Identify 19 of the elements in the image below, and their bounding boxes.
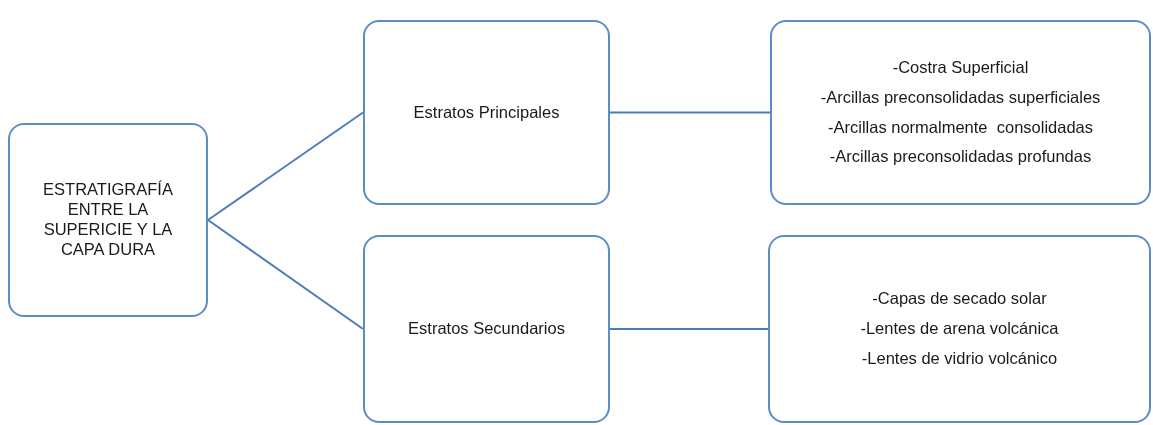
rounded-box	[8, 123, 208, 317]
connector-line	[609, 111, 771, 114]
box-text: ESTRATIGRAFÍA ENTRE LA SUPERICIE Y LA CAPA DURA	[42, 180, 174, 260]
box-text: -Arcillas preconsolidadas profundas	[829, 147, 1092, 168]
rounded-box	[363, 235, 610, 423]
rounded-box	[770, 20, 1151, 205]
connector-line	[609, 328, 769, 330]
connector-line	[207, 219, 364, 330]
box-text: -Arcillas preconsolidadas superficiales	[820, 87, 1101, 108]
box-text: -Lentes de arena volcánica	[860, 319, 1059, 339]
box-text: Estratos Principales	[413, 102, 560, 123]
box-text: -Lentes de vidrio volcánico	[861, 348, 1058, 369]
box-text: -Costra Superficial	[892, 57, 1029, 78]
rounded-box	[768, 235, 1151, 423]
box-text: -Capas de secado solar	[872, 289, 1047, 310]
rounded-box	[363, 20, 610, 205]
connector-line	[207, 111, 364, 221]
box-text: Estratos Secundarios	[408, 319, 565, 339]
box-text: -Arcillas normalmente consolidadas	[828, 117, 1093, 138]
